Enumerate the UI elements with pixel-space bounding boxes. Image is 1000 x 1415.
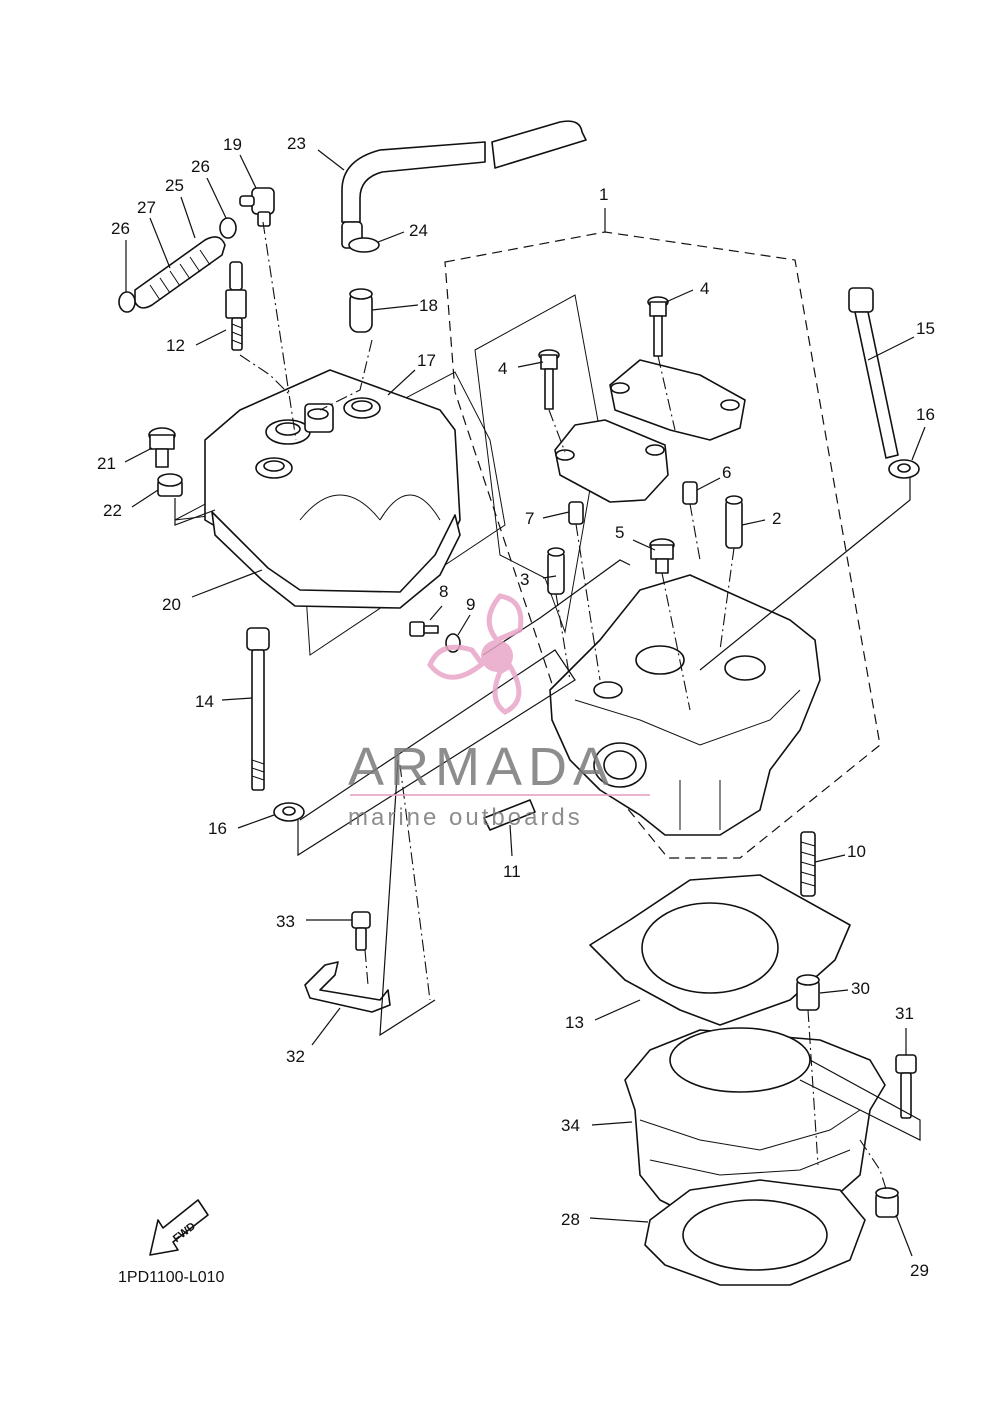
watermark-name: ARMADA: [348, 737, 615, 797]
fwd-arrow-icon: FWD: [149, 1199, 209, 1256]
callout-26-left: 26: [111, 219, 130, 238]
callout-7: 7: [525, 509, 534, 528]
callout-9: 9: [466, 595, 475, 614]
watermark-tagline: marine outboards: [348, 804, 583, 831]
callout-23: 23: [287, 134, 306, 153]
washer-16-left: [273, 802, 305, 822]
washer-16-right: [888, 459, 920, 479]
cylinder-head: [549, 574, 821, 836]
callout-2: 2: [772, 509, 781, 528]
callout-5: 5: [615, 523, 624, 542]
dowel-pin-7: [568, 501, 584, 525]
cylinder-gasket: [644, 1179, 866, 1286]
stud-bolt-11: [483, 799, 536, 831]
callout-labels: 1 2 3 4 4 5 6 7 8 9 10 11 12 13 14 15 16…: [97, 134, 935, 1280]
callout-6: 6: [722, 463, 731, 482]
dowel-pin-30: [796, 974, 820, 1011]
stud-bolt-10: [800, 831, 816, 897]
callout-22: 22: [103, 501, 122, 520]
bolt-8: [409, 621, 439, 637]
watermark-propeller-icon: [427, 593, 524, 715]
callout-8: 8: [439, 582, 448, 601]
breather-hose: [341, 120, 587, 249]
drawing-code: 1PD1100-L010: [118, 1269, 225, 1286]
callout-16-right: 16: [916, 405, 935, 424]
callout-24: 24: [409, 221, 428, 240]
spark-plug-boot: [118, 217, 237, 313]
callout-15: 15: [916, 319, 935, 338]
callout-1: 1: [599, 185, 608, 204]
head-bolt-5: [649, 538, 675, 574]
hose-joint: [349, 288, 373, 333]
camshaft-cap-left: [554, 419, 669, 503]
callout-25: 25: [165, 176, 184, 195]
callout-4-right: 4: [700, 279, 709, 298]
callout-34: 34: [561, 1116, 580, 1135]
leader-lines: [124, 149, 926, 1257]
hose-fitting-elbow: [239, 187, 275, 227]
callout-13: 13: [565, 1013, 584, 1032]
head-bolt-15: [848, 287, 899, 459]
callout-33: 33: [276, 912, 295, 931]
callout-27: 27: [137, 198, 156, 217]
bracket-lines: [174, 478, 921, 1141]
callout-31: 31: [895, 1004, 914, 1023]
camshaft-cap-right: [609, 359, 746, 441]
cylinder-bolt-31: [895, 1054, 917, 1119]
callout-10: 10: [847, 842, 866, 861]
hose-guide: [304, 961, 391, 1013]
valve-guide-3: [547, 547, 565, 595]
callout-28: 28: [561, 1210, 580, 1229]
callout-20: 20: [162, 595, 181, 614]
head-bolt-14: [246, 627, 270, 791]
valve-guide-2: [725, 495, 743, 549]
callout-21: 21: [97, 454, 116, 473]
guide-bolt-33: [351, 911, 371, 951]
cylinder-head-cover: [204, 369, 461, 609]
cylinder-head-gasket: [589, 874, 851, 1026]
clip-ring: [348, 237, 380, 253]
connection-lines: [239, 221, 888, 1193]
watermark: ARMADA marine outboards: [348, 593, 650, 831]
callout-19: 19: [223, 135, 242, 154]
spark-plug: [225, 261, 247, 351]
cap-bolt-right: [647, 296, 669, 357]
cap-bolt-left: [538, 349, 560, 410]
callout-3: 3: [520, 570, 529, 589]
callout-4-left: 4: [498, 359, 507, 378]
callout-11: 11: [503, 862, 521, 881]
callout-12: 12: [166, 336, 185, 355]
camshaft-cap-boundary: [474, 294, 601, 634]
cover-damper: [157, 473, 183, 497]
dowel-pin-6: [682, 481, 698, 505]
cover-bolt: [148, 427, 176, 468]
callout-18: 18: [419, 296, 438, 315]
callout-32: 32: [286, 1047, 305, 1066]
callout-14: 14: [195, 692, 214, 711]
callout-30: 30: [851, 979, 870, 998]
callout-29: 29: [910, 1261, 929, 1280]
cylinder-head-assembly-boundary: [444, 231, 881, 859]
callout-16-left: 16: [208, 819, 227, 838]
nut-29: [875, 1187, 899, 1218]
callout-17: 17: [417, 351, 436, 370]
cylinder-block: [624, 1027, 886, 1231]
callout-26-top: 26: [191, 157, 210, 176]
